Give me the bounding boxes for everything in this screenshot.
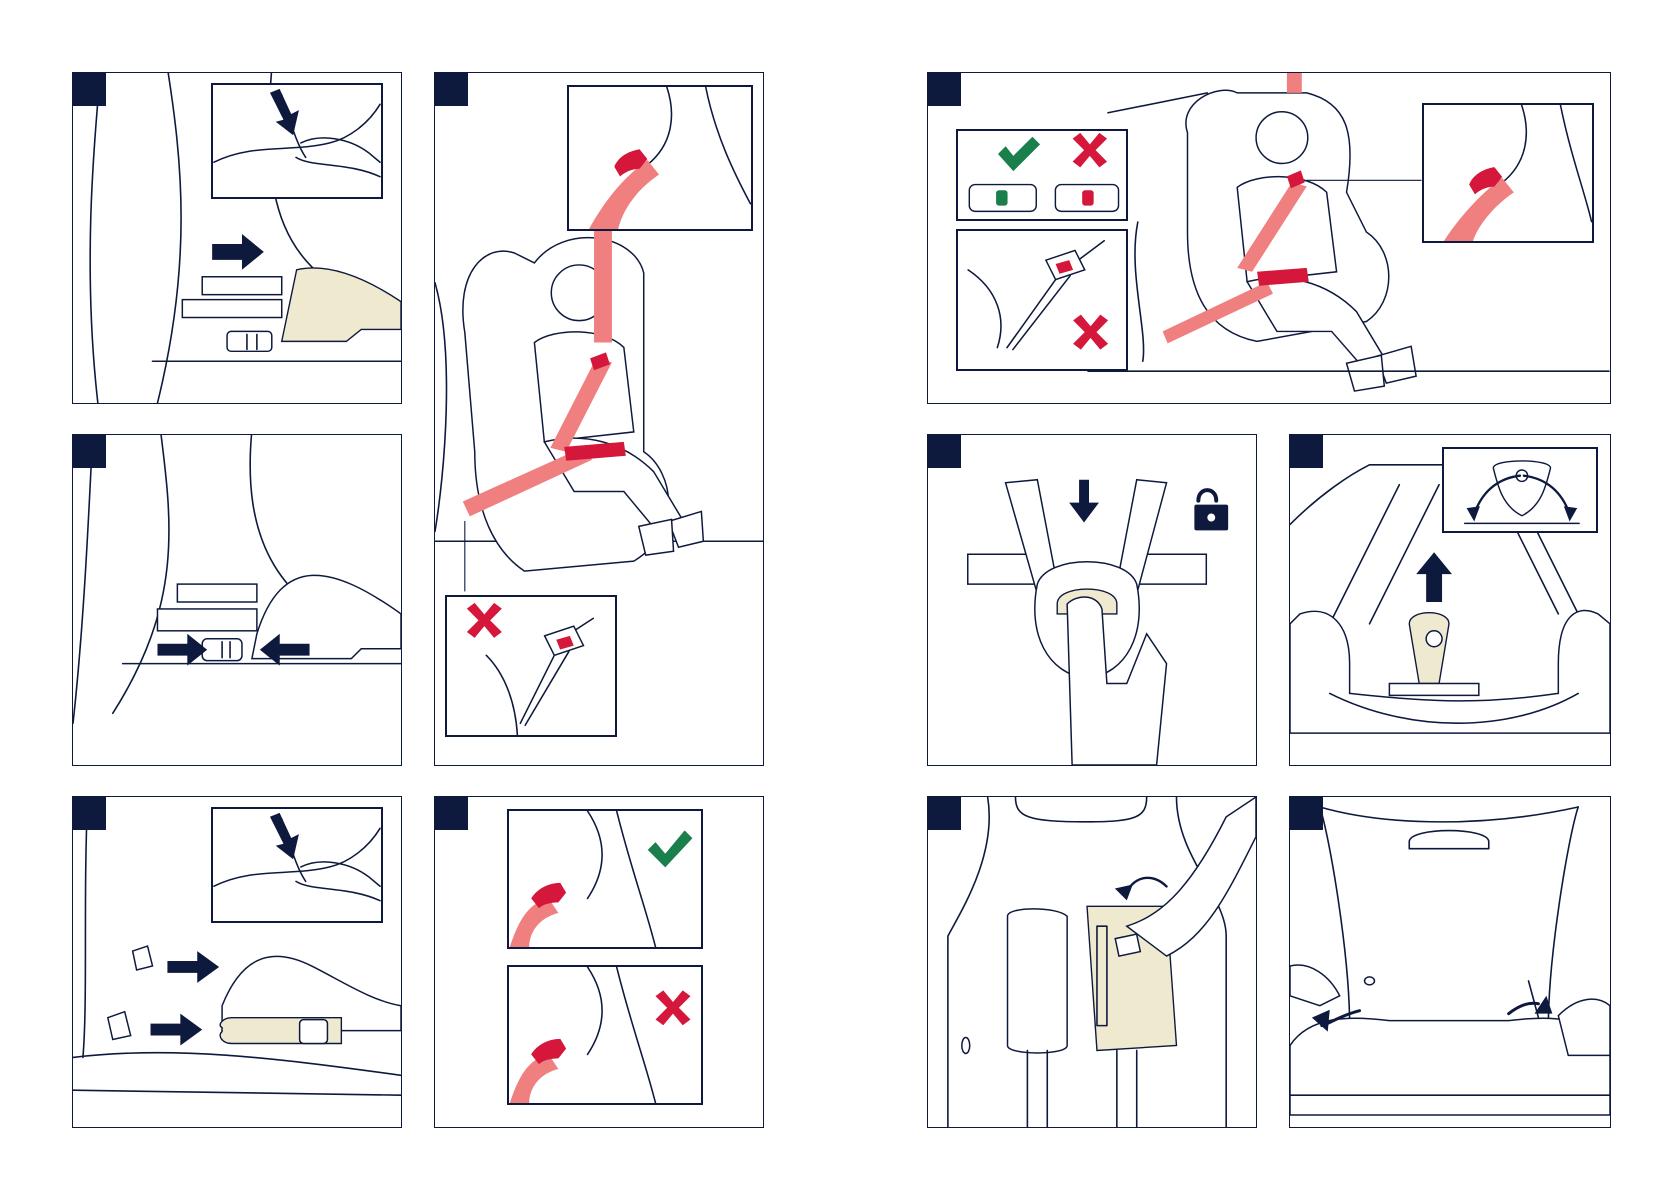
base-cover-release-illustration bbox=[1290, 797, 1610, 1127]
detail-inset-incorrect-height bbox=[507, 965, 703, 1105]
step-number-badge bbox=[1290, 435, 1323, 468]
detail-inset-buckle-rotate bbox=[1442, 447, 1598, 533]
step-panel-isofix-extend bbox=[72, 72, 402, 404]
step-number-badge bbox=[73, 435, 106, 468]
arrow-icon bbox=[1416, 552, 1452, 602]
cross-icon bbox=[656, 990, 691, 1025]
detail-inset-correct-height bbox=[507, 809, 703, 949]
step-panel-cover-removal bbox=[927, 796, 1257, 1128]
harness-release-illustration bbox=[928, 435, 1256, 765]
detail-inset-wrong-buckle bbox=[956, 229, 1128, 371]
detail-inset-button-press bbox=[211, 807, 383, 923]
step-number-badge bbox=[73, 73, 106, 106]
detail-inset-shoulder-guide bbox=[567, 85, 753, 231]
step-number-badge bbox=[435, 73, 468, 106]
step-number-badge bbox=[1290, 797, 1323, 830]
isofix-connect-illustration bbox=[73, 435, 401, 765]
step-panel-belt-routing bbox=[434, 72, 764, 766]
cross-icon bbox=[1073, 315, 1108, 350]
arrow-icon bbox=[1069, 480, 1099, 523]
checkmark-icon bbox=[998, 137, 1040, 171]
checkmark-icon bbox=[648, 830, 693, 867]
detail-inset-button-press bbox=[211, 83, 383, 199]
cross-icon bbox=[467, 603, 502, 638]
step-number-badge bbox=[928, 797, 961, 830]
cross-icon bbox=[1073, 133, 1107, 167]
step-panel-belt-check bbox=[927, 72, 1611, 404]
unlocked-padlock-icon bbox=[1194, 490, 1228, 530]
detail-inset-wrong-buckle bbox=[445, 595, 617, 737]
step-panel-base-cover-release bbox=[1289, 796, 1611, 1128]
step-number-badge bbox=[435, 797, 468, 830]
step-number-badge bbox=[928, 73, 961, 106]
step-panel-shoulder-height-check bbox=[434, 796, 764, 1128]
arrow-icon bbox=[1115, 884, 1133, 900]
step-number-badge bbox=[928, 435, 961, 468]
step-number-badge bbox=[73, 797, 106, 830]
detail-inset-shoulder-guide bbox=[1422, 103, 1594, 243]
cover-removal-illustration bbox=[928, 797, 1256, 1127]
step-panel-isofix-connect bbox=[72, 434, 402, 766]
step-panel-harness-release bbox=[927, 434, 1257, 766]
detail-inset-buckle-indicator bbox=[956, 129, 1128, 221]
step-panel-buckle-lift bbox=[1289, 434, 1611, 766]
step-panel-isofix-retract bbox=[72, 796, 402, 1128]
